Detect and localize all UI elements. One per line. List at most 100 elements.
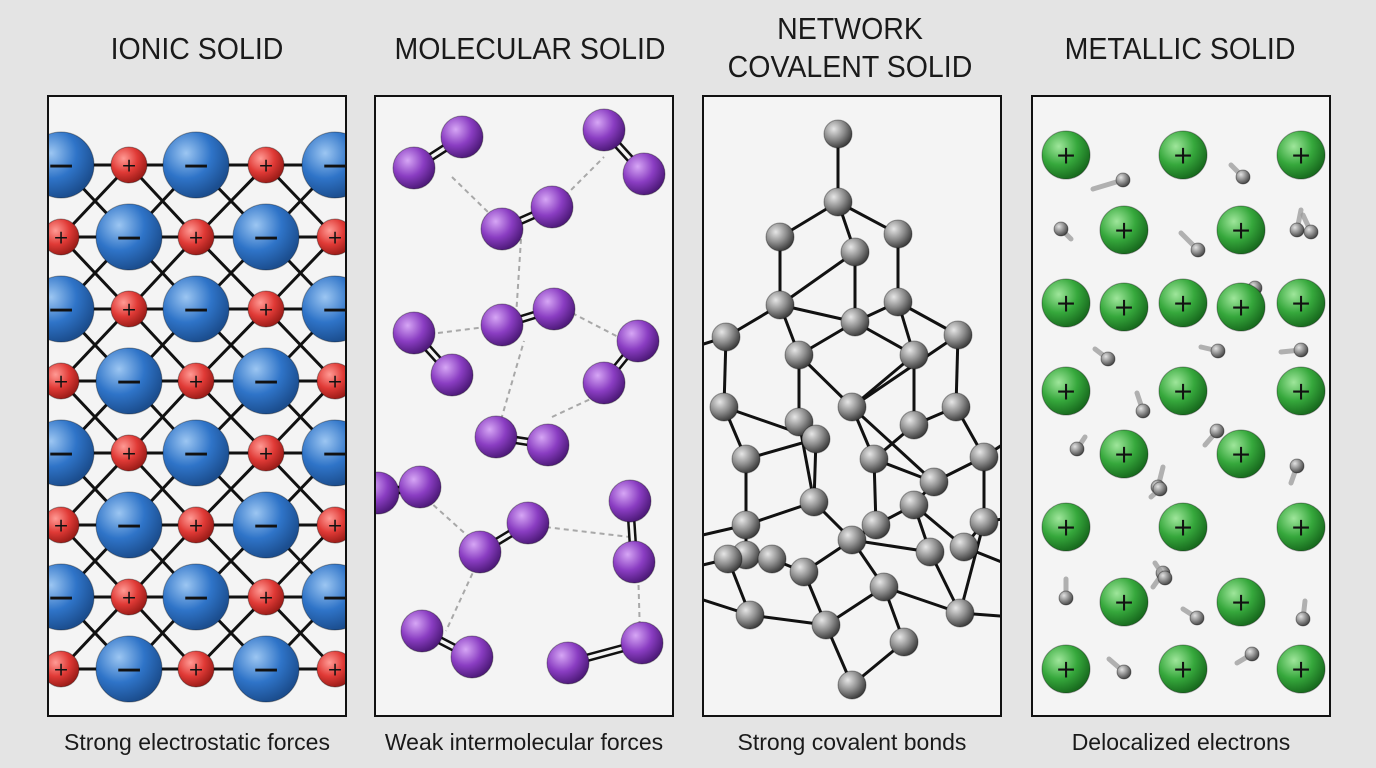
cation-symbol: + <box>327 370 343 392</box>
delocalized-electron <box>1210 343 1226 359</box>
covalent-bond <box>958 521 986 614</box>
delocalized-electron <box>1135 403 1151 419</box>
network-atom <box>731 444 761 474</box>
anion <box>232 347 300 415</box>
network-atom <box>837 392 867 422</box>
molecule-atom <box>398 465 442 509</box>
title-network-covalent-line1: NETWORK <box>777 11 923 46</box>
anion-symbol: − <box>251 218 280 258</box>
cation <box>247 434 285 472</box>
network-atom <box>949 532 979 562</box>
molecule-atom <box>440 115 484 159</box>
delocalized-electron <box>1190 242 1206 258</box>
metal-cation <box>1158 502 1208 552</box>
cation-symbol: + <box>53 514 69 536</box>
delocalized-electron <box>1053 221 1069 237</box>
delocalized-electron <box>1058 590 1074 606</box>
cation-symbol: + <box>188 514 204 536</box>
cation <box>177 650 215 688</box>
metal-cation <box>1041 644 1091 694</box>
network-atom <box>943 320 973 350</box>
anion-symbol: − <box>251 362 280 402</box>
cation-symbol: + <box>121 442 137 464</box>
metal-cation <box>1041 502 1091 552</box>
network-atom <box>969 507 999 537</box>
molecule-atom <box>480 303 524 347</box>
molecule-atom <box>392 311 436 355</box>
metal-cation <box>1041 366 1091 416</box>
metal-cation <box>1158 278 1208 328</box>
cation <box>49 506 80 544</box>
metal-cation-symbol: + <box>1055 513 1076 542</box>
ionic-lattice-diagram: −+−+−+−+−+−+−+−+−+−+−+−+−+−+−+−+−+−+−+−+ <box>49 131 345 703</box>
anion <box>162 275 230 343</box>
metal-cation <box>1276 366 1326 416</box>
anion <box>95 203 163 271</box>
metal-cation-symbol: + <box>1290 141 1311 170</box>
cation-symbol: + <box>258 442 274 464</box>
delocalized-electron <box>1100 351 1116 367</box>
network-atom <box>765 222 795 252</box>
molecule-atom <box>582 361 626 405</box>
network-atom <box>801 424 831 454</box>
molecule-atom <box>616 319 660 363</box>
panel-ionic-solid: −+−+−+−+−+−+−+−+−+−+−+−+−+−+−+−+−+−+−+−+ <box>47 95 347 717</box>
anion <box>49 419 95 487</box>
cation-symbol: + <box>258 586 274 608</box>
metal-cation <box>1276 502 1326 552</box>
anion-symbol: − <box>320 146 345 186</box>
anion-symbol: − <box>251 506 280 546</box>
network-atom <box>840 307 870 337</box>
anion <box>162 563 230 631</box>
metal-cation <box>1158 644 1208 694</box>
molecule-atom <box>392 146 436 190</box>
cation-symbol: + <box>188 370 204 392</box>
network-atom <box>799 487 829 517</box>
molecule-atom <box>506 501 550 545</box>
cation-symbol: + <box>121 586 137 608</box>
molecule-atom <box>612 540 656 584</box>
metal-cation <box>1216 205 1266 255</box>
cation <box>177 362 215 400</box>
cation <box>316 650 345 688</box>
network-atom <box>789 557 819 587</box>
metal-cation <box>1041 278 1091 328</box>
metal-cation-symbol: + <box>1113 216 1134 245</box>
caption-network: Strong covalent bonds <box>737 729 967 755</box>
metal-cation <box>1099 282 1149 332</box>
network-atom <box>823 187 853 217</box>
metal-cation-symbol: + <box>1055 655 1076 684</box>
anion-symbol: − <box>49 146 76 186</box>
intermolecular-force <box>451 176 492 216</box>
anion <box>95 347 163 415</box>
anion <box>162 131 230 199</box>
cation <box>247 578 285 616</box>
molecule-atom <box>546 641 590 685</box>
anion-symbol: − <box>320 290 345 330</box>
cation <box>110 434 148 472</box>
anion <box>301 419 345 487</box>
metal-cation-symbol: + <box>1290 513 1311 542</box>
metal-cation <box>1041 130 1091 180</box>
anion-symbol: − <box>251 650 280 690</box>
intermolecular-force <box>571 312 627 342</box>
covalent-bond <box>779 250 856 307</box>
delocalized-electron <box>1209 423 1225 439</box>
anion-symbol: − <box>320 434 345 474</box>
metal-cation-symbol: + <box>1290 289 1311 318</box>
network-atom <box>883 219 913 249</box>
cation <box>49 650 80 688</box>
anion <box>232 491 300 559</box>
network-atom <box>709 392 739 422</box>
metal-cation-symbol: + <box>1055 377 1076 406</box>
metal-cation <box>1216 429 1266 479</box>
molecule-atom <box>530 185 574 229</box>
network-atom <box>969 442 999 472</box>
network-atom <box>899 410 929 440</box>
intermolecular-force <box>437 324 503 334</box>
anion <box>301 131 345 199</box>
cation <box>316 362 345 400</box>
network-atom <box>919 467 949 497</box>
network-atom <box>784 340 814 370</box>
intermolecular-force <box>515 238 522 318</box>
